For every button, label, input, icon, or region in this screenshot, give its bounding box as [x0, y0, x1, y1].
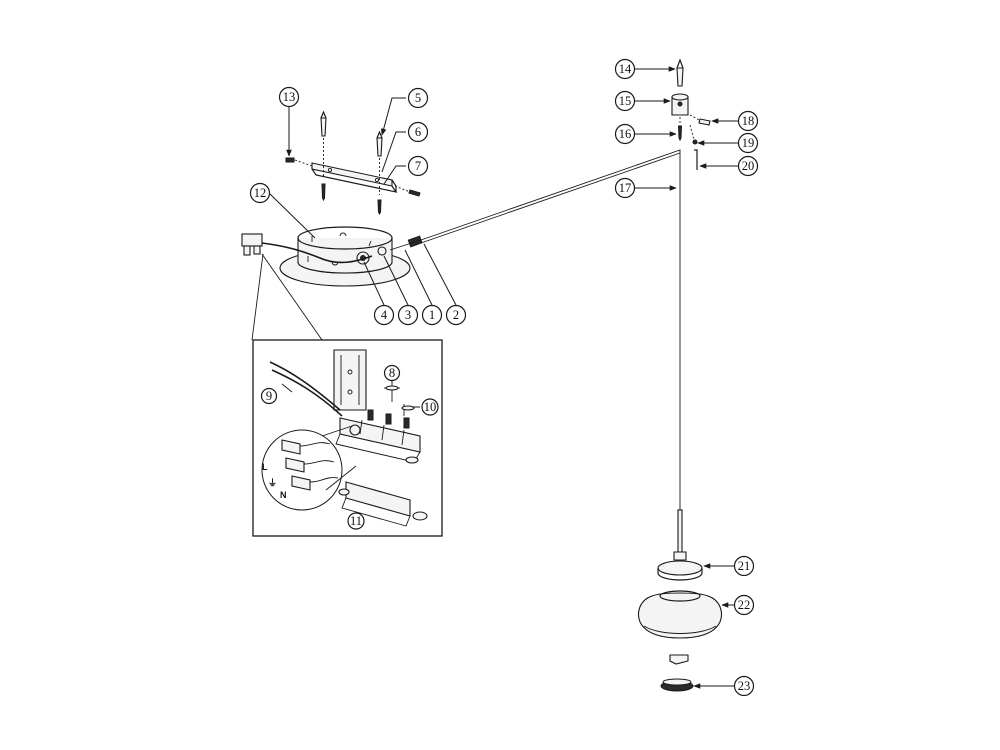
callout-23: 23 — [733, 675, 755, 697]
svg-text:2: 2 — [453, 308, 459, 322]
wall-plug-top — [676, 67, 684, 87]
bulb-clip — [669, 654, 689, 665]
callout-22: 22 — [733, 594, 755, 616]
callout-14: 14 — [614, 58, 636, 80]
callout-8: 8 — [383, 364, 401, 382]
callout-17: 17 — [614, 177, 636, 199]
screw-7 — [408, 189, 421, 197]
wire-letter-earth: ⏚ — [268, 478, 277, 488]
wire-letter-l: L — [262, 462, 268, 472]
screw-10-icon — [401, 404, 415, 416]
svg-text:16: 16 — [619, 127, 632, 141]
callout-10: 10 — [421, 398, 439, 416]
shade-group — [637, 509, 723, 692]
svg-text:18: 18 — [742, 114, 755, 128]
svg-text:8: 8 — [389, 366, 395, 380]
callout-4: 4 — [373, 304, 395, 326]
svg-text:11: 11 — [350, 514, 362, 528]
ceiling-hook-group — [671, 58, 711, 170]
callout-5: 5 — [407, 87, 429, 109]
svg-text:20: 20 — [742, 159, 755, 173]
screw-left — [321, 183, 326, 202]
callout-16: 16 — [614, 123, 636, 145]
cable-sleeve — [677, 509, 683, 559]
callout-2: 2 — [445, 304, 467, 326]
callout-19: 19 — [737, 132, 759, 154]
wall-plug-left — [320, 117, 327, 137]
hex-key-20 — [694, 149, 698, 170]
screw-16 — [677, 125, 683, 142]
svg-text:9: 9 — [266, 389, 272, 403]
callout-15: 15 — [614, 90, 636, 112]
cable-gland — [377, 246, 387, 256]
callout-6: 6 — [407, 121, 429, 143]
set-screw-19 — [692, 139, 698, 145]
screw-13 — [285, 157, 295, 163]
callout-18: 18 — [737, 110, 759, 132]
callout-3: 3 — [397, 304, 419, 326]
svg-text:10: 10 — [424, 400, 437, 414]
set-screw-18 — [698, 118, 711, 126]
callout-13: 13 — [278, 86, 300, 108]
callout-20: 20 — [737, 155, 759, 177]
svg-text:3: 3 — [405, 308, 411, 322]
svg-text:21: 21 — [738, 559, 751, 573]
detail-bracket — [333, 349, 367, 411]
shade-cap — [657, 560, 703, 576]
suspension-cable — [389, 149, 681, 560]
svg-text:23: 23 — [738, 679, 751, 693]
screw-right — [377, 199, 382, 216]
callout-1: 1 — [421, 304, 443, 326]
callout-21: 21 — [733, 555, 755, 577]
supply-wire — [261, 242, 373, 264]
svg-text:7: 7 — [415, 159, 421, 173]
canopy-group — [279, 226, 423, 287]
lamp-shade — [637, 592, 723, 639]
svg-text:22: 22 — [738, 598, 751, 612]
svg-text:4: 4 — [381, 308, 388, 322]
svg-text:14: 14 — [619, 62, 632, 76]
svg-text:15: 15 — [619, 94, 632, 108]
leader-lines — [269, 66, 738, 689]
svg-text:1: 1 — [429, 308, 435, 322]
svg-text:13: 13 — [283, 90, 296, 104]
junction-box-small — [241, 233, 263, 256]
wiring-detail-inset: L ⏚ N — [251, 253, 443, 537]
svg-text:12: 12 — [254, 186, 267, 200]
svg-text:17: 17 — [619, 181, 632, 195]
svg-text:6: 6 — [415, 125, 421, 139]
wire-letter-n: N — [280, 490, 287, 500]
callout-12: 12 — [249, 182, 271, 204]
svg-text:19: 19 — [742, 136, 755, 150]
svg-text:5: 5 — [415, 91, 421, 105]
screw-8-icon — [384, 384, 400, 402]
wall-plug-right — [376, 137, 383, 157]
mounting-bracket-group — [285, 110, 421, 216]
callout-9: 9 — [260, 387, 278, 405]
callout-11: 11 — [347, 512, 365, 530]
callout-7: 7 — [407, 155, 429, 177]
